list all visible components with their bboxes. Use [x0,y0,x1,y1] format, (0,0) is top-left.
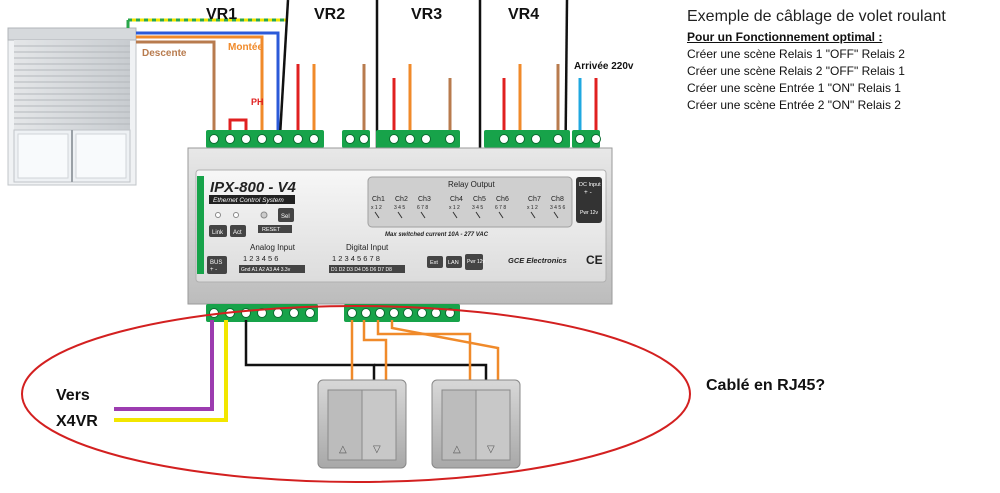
channel-label: Ch8 [551,196,564,203]
relay-channels: Ch1 Ch2 Ch3 Ch4 Ch5 Ch6 Ch7 Ch8 x 1 2 3 … [371,196,566,219]
ext-port [427,256,443,268]
analog-input-label: Analog Input [250,243,296,252]
digital-pins: D1 D2 D3 D4 D5 D6 D7 D8 [331,267,392,273]
channel-pins: 3 4 5 [394,205,405,211]
bus-sub-label: + - [210,267,217,273]
channel-pins: 6 7 8 [417,205,428,211]
link-label: Link [212,230,224,236]
sel-label: Sel [281,214,290,220]
green-accent-bar [197,176,204,274]
vr2-label: VR2 [314,6,345,23]
notes-title: Exemple de câblage de volet roulant [687,8,946,25]
roller-shutter-illustration [7,27,137,186]
down-arrow-icon: ▽ [487,444,495,455]
dc-pwr-label: Pwr 12v [580,210,599,216]
ipx800-device: IPX-800 - V4 Ethernet Control System Lin… [187,147,613,305]
relay-output-label: Relay Output [448,180,495,189]
vers-label: Vers [56,387,90,404]
analog-pins: Gnd A1 A2 A3 A4 3.3v [241,267,291,273]
wall-switch-1: △ ▽ [317,379,407,469]
digital-numbers: 1 2 3 4 5 6 7 8 [332,254,380,263]
arrivee-label: Arrivée 220v [574,61,634,72]
dc-input-label: DC Input [579,182,601,188]
up-arrow-icon: △ [339,444,347,455]
pwr-label: Pwr 12v [467,259,486,265]
mains-supply-wires [578,78,598,132]
brand-label: GCE Electronics [508,256,567,265]
device-subtitle: Ethernet Control System [213,197,284,204]
channel-label: Ch1 [372,196,385,203]
digital-input-label: Digital Input [346,243,389,252]
sel-button[interactable] [278,208,294,222]
channel-label: Ch5 [473,196,486,203]
up-arrow-icon: △ [453,444,461,455]
lan-port [446,256,462,268]
ext-label: Ext [430,260,438,266]
channel-pins: x 1 2 [449,205,460,211]
channel-label: Ch3 [418,196,431,203]
top-terminal-blocks [206,130,601,148]
act-button[interactable] [230,225,246,237]
channel-pins: x 1 2 [371,205,382,211]
wall-switch-2: △ ▽ [431,379,521,469]
reset-label: RESET [262,227,281,233]
channel-pins: x 1 2 [527,205,538,211]
device-model: IPX-800 - V4 [210,179,297,196]
ce-mark: CE [586,253,603,267]
instruction-line: Créer une scène Relais 2 "OFF" Relais 1 [687,64,905,78]
highlight-ellipse [21,305,691,483]
channel-label: Ch6 [496,196,509,203]
shutter-slats [14,40,130,130]
ph-label: PH [251,97,264,107]
rj45-question: Cablé en RJ45? [706,377,825,394]
channel-pins: 6 7 8 [495,205,506,211]
channel-pins: 3 4 5 [472,205,483,211]
channel-label: Ch2 [395,196,408,203]
channel-pins: 3 4 5 6 [550,205,566,211]
instruction-line: Créer une scène Entrée 1 "ON" Relais 1 [687,81,901,95]
pwr-port [465,254,483,270]
channel-label: Ch4 [450,196,463,203]
instruction-line: Créer une scène Relais 1 "OFF" Relais 2 [687,47,905,61]
channel-label: Ch7 [528,196,541,203]
bus-wires [114,320,228,422]
montee-label: Montée [228,42,263,53]
vr1-label: VR1 [206,6,237,23]
link-button[interactable] [209,225,227,237]
instruction-line: Créer une scène Entrée 2 "ON" Relais 2 [687,98,901,112]
max-switched-note: Max switched current 10A - 277 VAC [385,232,489,238]
relay-output-panel [367,176,573,228]
down-arrow-icon: ▽ [373,444,381,455]
descente-label: Descente [142,48,187,59]
x4vr-label: X4VR [56,413,98,430]
vr3-label: VR3 [411,6,442,23]
bus-connector [207,256,227,274]
wiring-notes: Exemple de câblage de volet roulant Pour… [687,8,997,115]
notes-subtitle: Pour un Fonctionnement optimal : [687,30,883,44]
lan-label: LAN [448,260,459,266]
bus-label: BUS [210,260,222,266]
dc-pins: + - [584,189,592,196]
analog-numbers: 1 2 3 4 5 6 [243,254,278,263]
dc-input-block [576,177,602,223]
vr1-wires [126,18,286,132]
vr4-label: VR4 [508,6,539,23]
act-label: Act [233,230,242,236]
switch-wires [244,320,500,382]
